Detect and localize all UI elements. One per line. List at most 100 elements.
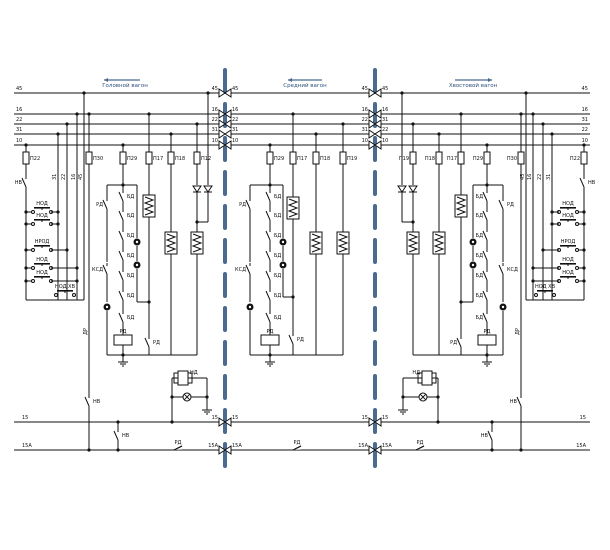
contact-blade: [245, 264, 251, 275]
junction-dot: [65, 122, 69, 126]
heater-coil: [191, 233, 203, 253]
wire-label: ДР: [83, 328, 89, 335]
lamp-cross: [419, 393, 427, 401]
heater-coil: [337, 233, 349, 253]
contact-label: РД: [297, 337, 304, 343]
bus-label: 10: [582, 138, 588, 144]
button-terminal: [534, 293, 538, 297]
fuse-label: П17: [297, 156, 307, 162]
contact-label: НВ: [15, 180, 23, 186]
contact-label: БД: [274, 253, 281, 259]
wire-label: 45: [78, 174, 84, 180]
contact-blade: [292, 445, 302, 451]
bus-label: 22: [16, 117, 22, 123]
fuse-icon: [85, 151, 93, 165]
coupler-icon: [368, 140, 376, 150]
bus-label: 15А: [22, 443, 32, 449]
junction-dot: [411, 220, 415, 224]
heater-coil: [310, 233, 322, 253]
contact-blade: [265, 210, 271, 221]
contact-blade: [144, 337, 150, 348]
bus-label: 15: [212, 415, 218, 421]
contact-label: НВ: [481, 433, 489, 439]
bus-label: 45: [16, 86, 22, 92]
bus-label: 15: [382, 415, 388, 421]
heater-coil: [165, 233, 177, 253]
coupler-icon: [368, 119, 376, 129]
fuse-icon: [193, 151, 201, 165]
relay-coil-icon: [113, 334, 133, 346]
coupler-icon: [218, 445, 226, 455]
junction-dot: [490, 448, 494, 452]
signal-lamp-center: [501, 305, 505, 309]
junction-dot: [341, 122, 345, 126]
contact-blade: [265, 230, 271, 241]
fuse-label: П29: [127, 156, 137, 162]
fuse-icon: [517, 151, 525, 165]
fuse-icon: [409, 151, 417, 165]
car-title-middle: Средний вагон: [283, 82, 327, 89]
signal-lamp-center: [281, 240, 285, 244]
button-terminal: [575, 279, 579, 283]
contact-gap: [293, 448, 301, 450]
junction-dot: [65, 248, 69, 252]
junction-dot: [75, 266, 79, 270]
pushbutton-icon: [34, 219, 50, 221]
coupler-icon: [374, 129, 382, 139]
contact-label: БД: [274, 194, 281, 200]
button-label: НОД ХВ: [55, 284, 76, 290]
contact-label: БД: [476, 293, 483, 299]
signal-lamp-center: [135, 240, 139, 244]
contact-label: РД: [239, 202, 246, 208]
contact-label: БД: [476, 315, 483, 321]
contact-blade: [516, 396, 522, 407]
contact-blade: [118, 210, 124, 221]
wire-label: 45: [520, 174, 526, 180]
contact-blade: [102, 199, 108, 210]
fuse-icon: [266, 151, 274, 165]
button-label: НОД: [36, 257, 48, 263]
fuse-icon: [145, 151, 153, 165]
bus-label: 22: [382, 127, 388, 133]
contact-label: БД: [127, 273, 134, 279]
contact-label: НВ: [93, 399, 101, 405]
contact-label: БД: [127, 293, 134, 299]
junction-dot: [485, 143, 489, 147]
junction-dot: [436, 420, 440, 424]
bus-label: 31: [232, 127, 238, 133]
arrow-head-icon: [288, 78, 292, 82]
coupler-icon: [224, 129, 232, 139]
fuse-label: П29: [274, 156, 284, 162]
junction-dot: [82, 91, 86, 95]
bus-label: 15А: [576, 443, 586, 449]
relay-label: НД: [190, 370, 198, 376]
lamp-cross: [183, 393, 191, 401]
junction-dot: [459, 112, 463, 116]
contact-blade: [265, 250, 271, 261]
contact-blade: [102, 264, 108, 275]
coupler-icon: [374, 88, 382, 98]
pushbutton-icon: [34, 207, 50, 209]
junction-dot: [268, 143, 272, 147]
button-terminal: [575, 222, 579, 226]
diode-icon: [397, 185, 407, 193]
coupler-icon: [218, 119, 226, 129]
bus-label: 22: [212, 117, 218, 123]
contact-label: КСД: [507, 267, 518, 273]
contact-label: БД: [476, 233, 483, 239]
junction-dot: [75, 279, 79, 283]
contact-label: КСД: [92, 267, 103, 273]
junction-dot: [550, 222, 554, 226]
bus-label: 15А: [232, 443, 242, 449]
contact-gap: [416, 448, 424, 450]
contact-label: БД: [127, 194, 134, 200]
contact-label: РД: [153, 340, 160, 346]
contact-blade: [456, 337, 462, 348]
bus-label: 10: [232, 138, 238, 144]
bus-label: 15: [232, 415, 238, 421]
pushbutton-icon: [34, 263, 50, 265]
coupler-icon: [218, 88, 226, 98]
button-terminal: [575, 266, 579, 270]
wire-label: 31: [52, 174, 58, 180]
fuse-icon: [457, 151, 465, 165]
